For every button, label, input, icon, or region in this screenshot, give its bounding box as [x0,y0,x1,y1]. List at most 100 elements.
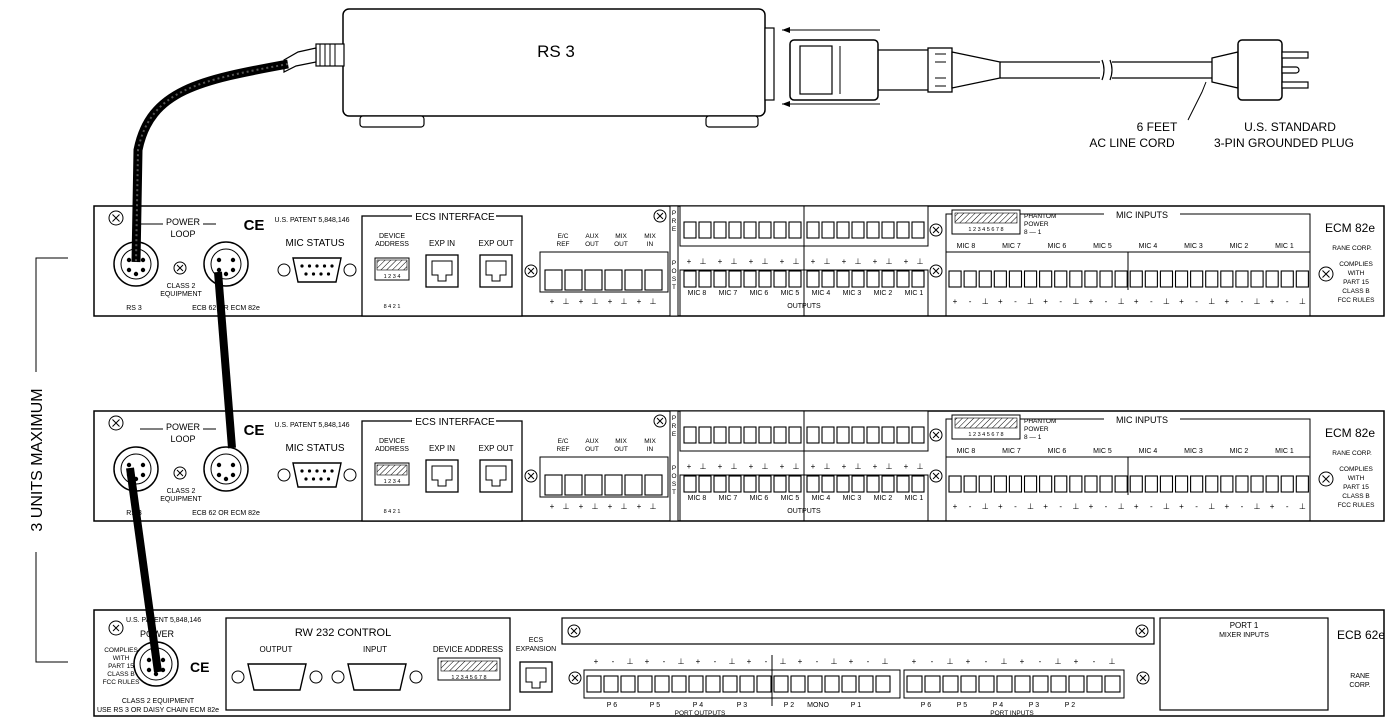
port-output-terminal[interactable] [875,675,891,693]
device-address-dip-switch[interactable]: 1 2 3 4 [374,462,410,486]
terminal-cell[interactable] [644,474,663,496]
port-output-terminal[interactable] [637,675,653,693]
port-input-terminal[interactable] [978,675,995,693]
pre-terminal[interactable] [806,426,820,444]
post-terminal[interactable] [758,475,772,493]
pre-terminal[interactable] [851,221,865,239]
terminal-cell[interactable] [584,269,603,291]
loop-power-jack[interactable] [203,446,249,492]
port-input-terminal[interactable] [960,675,977,693]
terminal-cell[interactable] [604,474,623,496]
mic-input-terminal[interactable] [963,475,977,493]
pre-terminal[interactable] [911,426,925,444]
pre-terminal[interactable] [866,221,880,239]
port-input-terminal[interactable] [924,675,941,693]
port-input-terminal[interactable] [1104,675,1121,693]
mic-input-terminal[interactable] [1023,270,1038,288]
mic-input-terminal[interactable] [1265,475,1279,493]
port-output-terminal[interactable] [773,675,789,693]
pre-terminal[interactable] [821,221,835,239]
post-terminal[interactable] [821,270,835,288]
post-terminal[interactable] [713,270,727,288]
post-terminal[interactable] [821,475,835,493]
mic-input-terminal[interactable] [1190,475,1204,493]
mic-input-terminal[interactable] [1084,475,1098,493]
mic-input-terminal[interactable] [1220,270,1234,288]
port-output-terminal[interactable] [807,675,823,693]
ecs-expansion-jack[interactable] [519,661,553,693]
port-input-terminal[interactable] [1032,675,1049,693]
post-terminal[interactable] [881,270,895,288]
mic-input-terminal[interactable] [1205,270,1219,288]
pre-terminal[interactable] [773,221,787,239]
pre-terminal[interactable] [683,221,697,239]
port-output-terminal[interactable] [739,675,755,693]
pre-terminal[interactable] [758,426,772,444]
post-terminal[interactable] [788,270,802,288]
ecb-dip-switch[interactable]: 1 2 3 4 5 6 7 8 [437,657,501,681]
mic-input-terminal[interactable] [1190,270,1204,288]
port-input-terminal[interactable] [1086,675,1103,693]
terminal-cell[interactable] [604,269,623,291]
mic-input-terminal[interactable] [1174,270,1189,288]
port-output-terminal[interactable] [858,675,874,693]
post-terminal[interactable] [881,475,895,493]
post-terminal[interactable] [728,270,742,288]
mic-input-terminal[interactable] [993,475,1007,493]
mic-input-terminal[interactable] [993,270,1007,288]
port-output-terminal[interactable] [841,675,857,693]
mic-input-terminal[interactable] [1250,475,1264,493]
pre-terminal[interactable] [773,426,787,444]
port-output-terminal[interactable] [603,675,619,693]
post-terminal[interactable] [851,270,865,288]
post-terminal[interactable] [698,270,712,288]
post-terminal[interactable] [911,270,925,288]
mic-input-terminal[interactable] [948,475,962,493]
mic-input-terminal[interactable] [1039,475,1053,493]
post-terminal[interactable] [806,475,820,493]
mic-input-terminal[interactable] [1084,270,1098,288]
port-output-terminal[interactable] [722,675,738,693]
mic-input-terminal[interactable] [1114,475,1128,493]
loop-power-jack[interactable] [203,241,249,287]
mic-input-terminal[interactable] [1054,475,1068,493]
post-terminal[interactable] [911,475,925,493]
mic-input-terminal[interactable] [1159,475,1174,493]
pre-terminal[interactable] [836,426,850,444]
post-terminal[interactable] [683,475,697,493]
port-output-terminal[interactable] [671,675,687,693]
phantom-power-dip-switch[interactable]: 1 2 3 4 5 6 7 8 [951,414,1021,440]
pre-terminal[interactable] [758,221,772,239]
mic-input-terminal[interactable] [1129,270,1143,288]
terminal-cell[interactable] [544,269,563,291]
post-terminal[interactable] [866,270,880,288]
pre-terminal[interactable] [788,426,802,444]
mic-input-terminal[interactable] [1295,475,1309,493]
pre-terminal[interactable] [896,221,910,239]
port-output-terminal[interactable] [705,675,721,693]
port-input-terminal[interactable] [996,675,1013,693]
port-output-terminal[interactable] [688,675,704,693]
mic-input-terminal[interactable] [978,475,992,493]
mic-input-terminal[interactable] [1159,270,1174,288]
mic-input-terminal[interactable] [1235,270,1249,288]
mic-input-terminal[interactable] [1099,475,1113,493]
pre-terminal[interactable] [713,221,727,239]
terminal-cell[interactable] [564,269,583,291]
pre-terminal[interactable] [683,426,697,444]
pre-terminal[interactable] [698,426,712,444]
port-input-terminal[interactable] [1068,675,1085,693]
exp-in-jack[interactable] [425,254,459,288]
port-output-terminal[interactable] [756,675,772,693]
exp-out-jack[interactable] [479,254,513,288]
port-output-terminal[interactable] [586,675,602,693]
port-input-terminal[interactable] [1050,675,1067,693]
port-output-terminal[interactable] [790,675,806,693]
pre-terminal[interactable] [743,426,757,444]
mic-input-terminal[interactable] [1174,475,1189,493]
post-terminal[interactable] [836,270,850,288]
terminal-cell[interactable] [644,269,663,291]
port-output-terminal[interactable] [824,675,840,693]
mic-input-terminal[interactable] [1114,270,1128,288]
post-terminal[interactable] [773,270,787,288]
